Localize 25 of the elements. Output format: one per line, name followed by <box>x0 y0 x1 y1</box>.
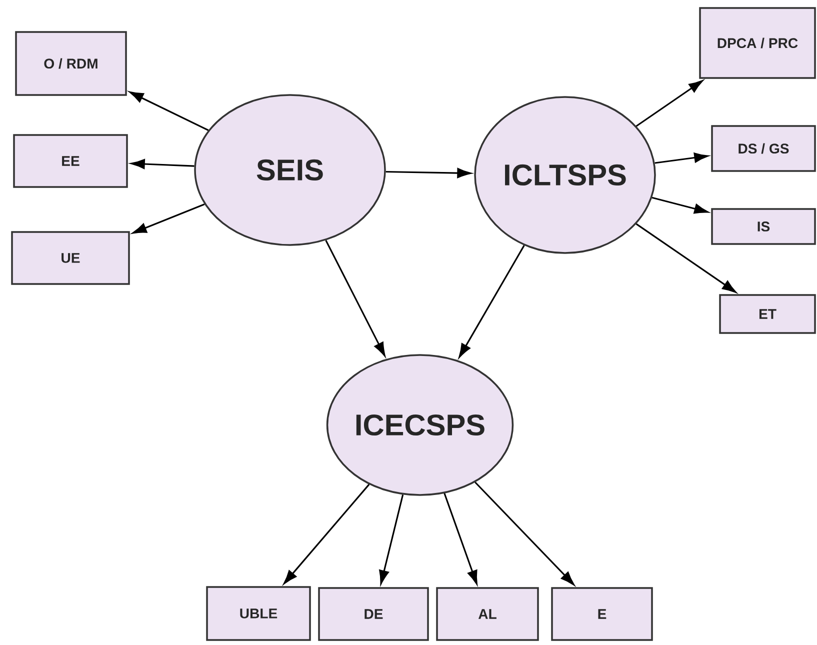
indicator-box: IS <box>711 208 816 245</box>
arrow <box>284 484 370 584</box>
indicator-box: O / RDM <box>15 31 127 96</box>
arrow <box>379 494 404 584</box>
indicator-box: ET <box>719 294 816 334</box>
indicator-box: AL <box>436 587 539 641</box>
indicator-box: DE <box>318 587 429 641</box>
arrow <box>636 80 703 127</box>
indicator-box: E <box>551 587 653 641</box>
arrow <box>130 159 194 169</box>
indicator-box: UBLE <box>206 586 311 641</box>
arrow <box>386 168 472 178</box>
arrow <box>132 204 205 234</box>
arrow <box>652 196 708 214</box>
arrow <box>654 152 708 164</box>
indicator-box: UE <box>11 231 130 285</box>
indicator-box: DPCA / PRC <box>699 7 816 79</box>
arrow <box>458 245 525 358</box>
arrow <box>325 240 386 356</box>
arrow <box>444 493 478 584</box>
arrow <box>474 482 574 586</box>
arrow <box>636 223 736 293</box>
indicator-box: EE <box>13 134 128 188</box>
indicator-box: DS / GS <box>711 125 816 172</box>
arrow <box>129 92 209 131</box>
